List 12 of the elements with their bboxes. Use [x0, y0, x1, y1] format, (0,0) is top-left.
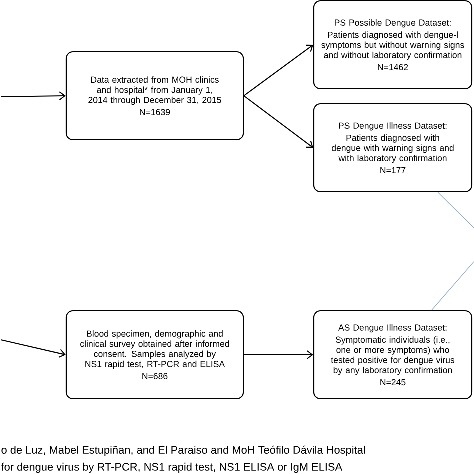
process-box: PS Possible Dengue Dataset: Patients diagnosed with dengue-l symptoms but without warning signs and without laboratory confirmation N=1462 — [313, 0, 473, 90]
arrow — [244, 350, 314, 360]
process-box: PS Dengue Illness Dataset: Patients diagnosed with dengue with warning signs and with laboratory confirmation N=177 — [313, 103, 473, 193]
process-box: AS Dengue Illness Dataset: Symptomatic individuals (i.e., one or more symptoms) who tested positive for dengue virus by any laboratory confirmation N=245 — [313, 310, 473, 400]
arrow — [244, 44, 314, 96]
process-box: Blood specimen, demographic and clinical survey obtained after informed consent. Samples analyzed by NS1 rapid test, RT-PCR and ELISA N=686 — [66, 310, 244, 400]
footnote-text: o de Luz, Mabel Estupiñan, and El Paraiso and MoH Teófilo Dávila Hospital — [2, 446, 366, 456]
process-box: Data extracted from MOH clinics and hospital* from January 1, 2014 through December 31, 2015 N=1639 — [66, 51, 244, 141]
arrow — [0, 339, 66, 358]
arrow — [1, 92, 66, 101]
footnote-text: for dengue virus by RT-PCR, NS1 rapid test, NS1 ELISA or IgM ELISA — [1, 462, 343, 474]
arrow — [244, 96, 314, 148]
